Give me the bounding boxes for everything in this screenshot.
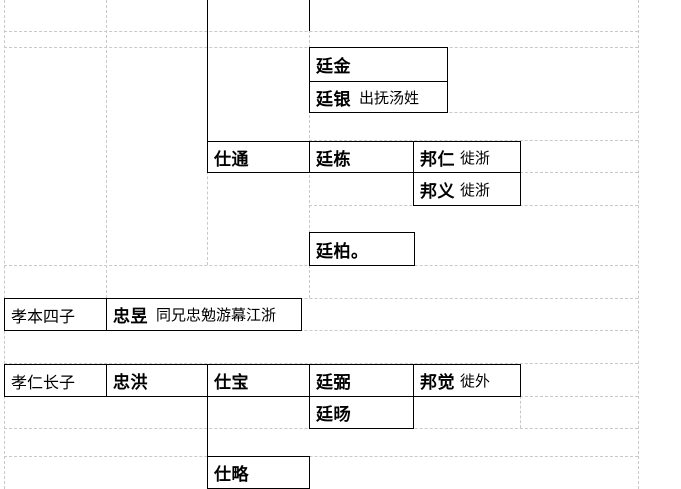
person-name: 邦义 [420,181,455,202]
person-note: 徙浙 [460,180,491,199]
branch-label-xiaoren: 孝仁长子 [4,364,107,397]
gridline [4,330,638,331]
person-name: 廷旸 [316,405,351,425]
gridline [4,363,638,364]
person-name: 忠昱 [113,307,148,327]
tree-connector [207,396,208,486]
person-name: 廷栋 [316,149,351,170]
person-bangjue: 邦觉 徙外 [413,364,521,397]
branch-label-xiaoben: 孝本四子 [4,298,107,331]
person-bangyi: 邦义 徙浙 [413,172,521,206]
gridline [4,298,638,299]
gridline [309,140,638,141]
person-shibao: 仕宝 [207,364,310,397]
person-tingdong: 廷栋 [309,141,414,173]
person-tingbi: 廷弼 [309,364,414,397]
tree-connector [309,0,310,31]
gridline [520,396,521,428]
gridline [309,112,638,113]
person-bangren: 邦仁 徙浙 [413,141,521,173]
person-name: 忠洪 [113,373,148,393]
person-name: 廷金 [316,57,351,77]
gridline [4,456,638,457]
gridline [4,0,5,489]
person-tingyang: 廷旸 [309,396,414,429]
person-zhonghong: 忠洪 [106,364,208,397]
person-shilue: 仕略 [207,456,310,489]
person-shitong: 仕通 [207,141,310,173]
person-note: 徙外 [460,372,491,390]
person-name: 廷柏。 [316,241,369,262]
gridline [4,31,638,32]
person-note: 徙浙 [460,148,491,167]
gridline [638,0,639,489]
person-note: 同兄忠勉游幕江浙 [156,306,277,324]
person-tingjin: 廷金 [309,47,448,82]
gridline [106,0,107,298]
person-tingbo: 廷柏。 [309,232,415,266]
person-note: 出抚汤姓 [359,88,420,107]
person-name: 廷弼 [316,373,351,393]
gridline [520,396,638,397]
person-name: 仕略 [214,465,249,485]
person-zhongyu: 忠昱 同兄忠勉游幕江浙 [106,298,302,331]
gridline [520,172,638,173]
branch-label: 孝仁长子 [11,372,76,392]
person-tingyin: 廷银 出抚汤姓 [309,81,448,113]
person-name: 仕通 [214,149,249,170]
branch-label: 孝本四子 [11,306,76,326]
person-name: 仕宝 [214,373,249,393]
person-name: 邦觉 [420,373,455,393]
person-name: 邦仁 [420,149,455,170]
person-name: 廷银 [316,89,351,110]
tree-connector [207,0,208,142]
